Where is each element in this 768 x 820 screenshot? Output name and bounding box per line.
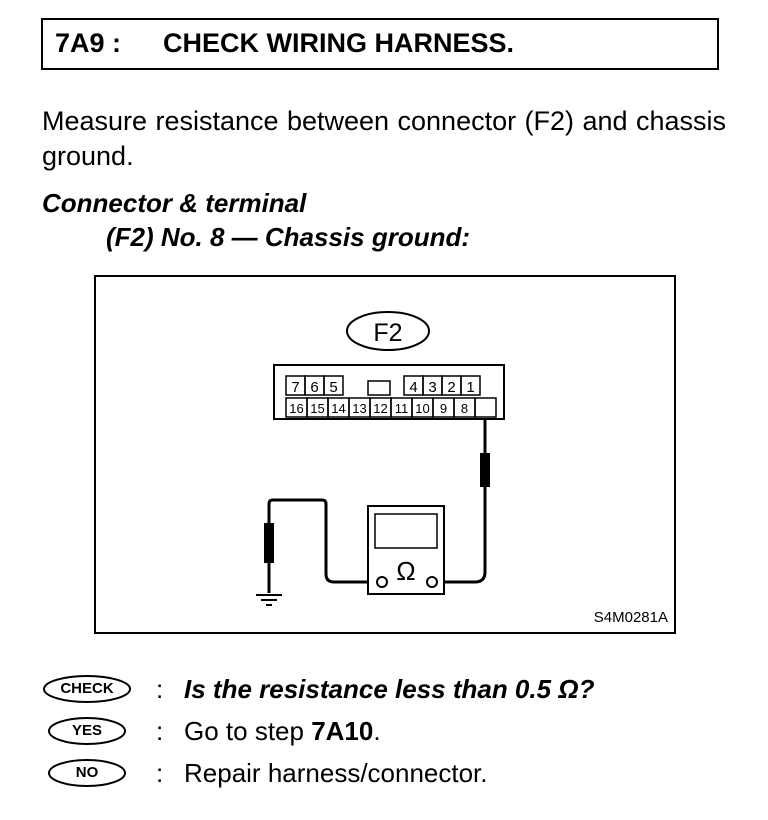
connector-heading-label: Connector & terminal <box>42 188 307 218</box>
yes-row: YES : Go to step 7A10. <box>42 712 742 752</box>
check-colon: : <box>156 674 164 704</box>
yes-answer-text: Go to step <box>184 716 312 746</box>
pin-14: 14 <box>331 401 345 416</box>
step-title: CHECK WIRING HARNESS. <box>163 28 515 58</box>
yes-answer: Go to step 7A10. <box>184 712 381 750</box>
check-question: Is the resistance less than 0.5 Ω? <box>184 674 595 704</box>
connector-spec: (F2) No. 8 — Chassis ground: <box>106 222 471 252</box>
no-row: NO : Repair harness/connector. <box>42 754 742 794</box>
connector-terminal-heading: Connector & terminal (F2) No. 8 — Chassi… <box>42 186 470 254</box>
connector-label-ellipse <box>346 311 430 351</box>
meter-terminal-right <box>426 576 438 588</box>
pin-10: 10 <box>415 401 429 416</box>
pin-3: 3 <box>428 379 436 396</box>
yes-badge: YES <box>42 716 132 746</box>
ohmmeter-display <box>374 513 438 549</box>
ground-icon <box>256 594 282 606</box>
pin-2: 2 <box>447 379 455 396</box>
diagram-figure: F2 7 6 5 4 3 2 1 16 15 14 13 12 <box>256 311 505 606</box>
check-badge-label: CHECK <box>60 680 114 697</box>
step-number: 7A9 : <box>55 28 122 58</box>
pin-9: 9 <box>440 401 447 416</box>
no-colon: : <box>156 758 164 788</box>
pin-4: 4 <box>409 379 417 396</box>
yes-step-ref: 7A10 <box>311 716 374 746</box>
check-badge-ellipse-icon <box>43 675 131 703</box>
probe-right <box>480 453 490 487</box>
check-badge: CHECK <box>42 674 132 704</box>
yes-badge-label: YES <box>71 722 102 739</box>
lead-left <box>267 498 380 584</box>
yes-answer-end: . <box>373 716 381 746</box>
pin-13: 13 <box>352 401 366 416</box>
pin-16: 16 <box>289 401 303 416</box>
pin-1: 1 <box>466 379 474 396</box>
connector-body <box>273 364 505 420</box>
connector-label: F2 <box>373 319 402 347</box>
check-row: CHECK : Is the resistance less than 0.5 … <box>42 670 742 710</box>
meter-terminal-left <box>376 576 388 588</box>
instruction-text: Measure resistance between connector (F2… <box>42 106 726 171</box>
yes-badge-ellipse-icon <box>48 717 126 745</box>
wiring-diagram: F2 7 6 5 4 3 2 1 16 15 14 13 12 <box>94 275 676 634</box>
pin-6: 6 <box>310 379 318 396</box>
step-title-box: 7A9 : CHECK WIRING HARNESS. <box>41 18 719 70</box>
ohm-symbol: Ω <box>396 556 415 586</box>
pin-15: 15 <box>310 401 324 416</box>
no-badge-ellipse-icon <box>48 759 126 787</box>
no-badge-label: NO <box>75 764 99 781</box>
pin-12: 12 <box>373 401 387 416</box>
lead-right <box>436 487 487 584</box>
pin-11: 11 <box>395 401 409 416</box>
probe-left <box>264 523 274 563</box>
pin-8: 8 <box>461 401 468 416</box>
no-answer: Repair harness/connector. <box>184 758 488 788</box>
pin-7: 7 <box>291 379 299 396</box>
no-badge: NO <box>42 758 132 788</box>
yes-colon: : <box>156 716 164 746</box>
figure-code: S4M0281A <box>593 609 668 626</box>
pin-5: 5 <box>329 379 337 396</box>
